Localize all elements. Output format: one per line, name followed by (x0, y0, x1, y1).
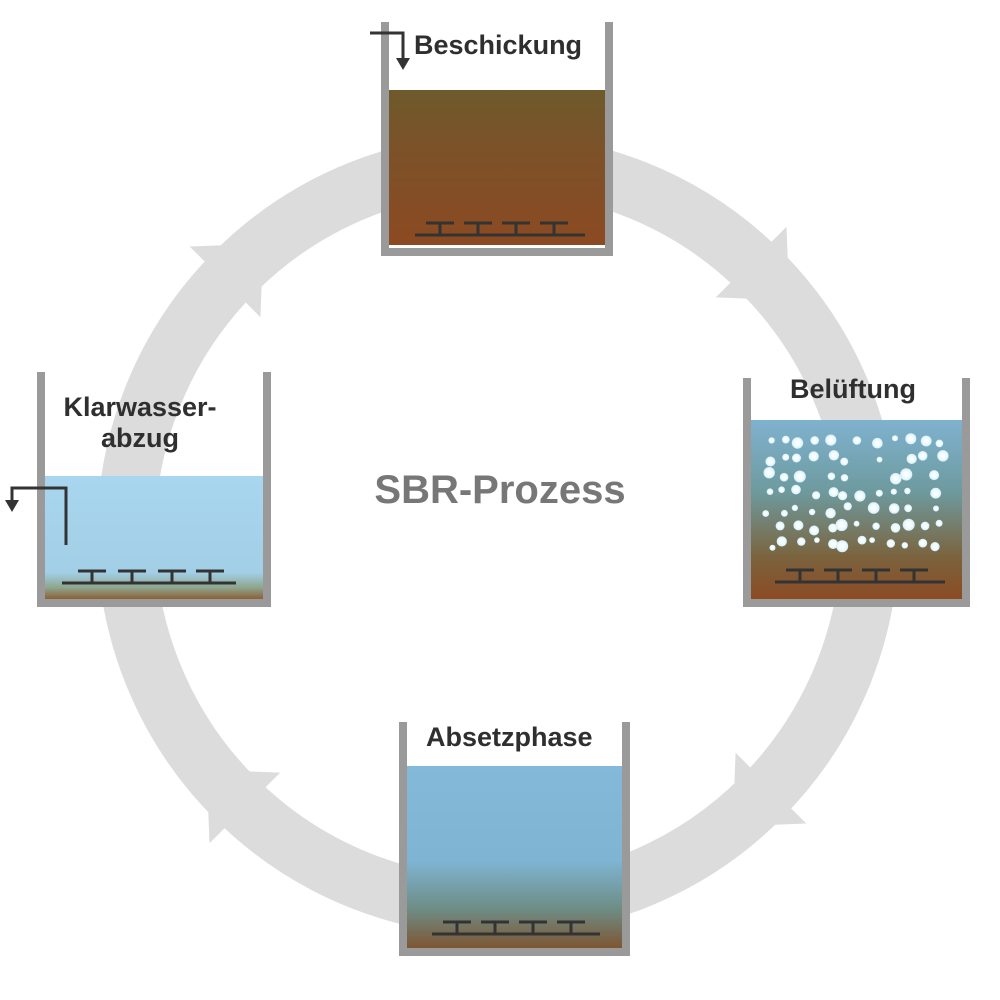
air-bubble-icon (890, 523, 901, 533)
label-beschickung: Beschickung (414, 30, 583, 60)
air-bubble-icon (793, 470, 806, 483)
air-bubble-icon (791, 484, 801, 495)
air-bubble-icon (935, 519, 943, 527)
air-bubble-icon (797, 537, 806, 546)
air-bubble-icon (809, 525, 820, 536)
air-bubble-icon (917, 451, 928, 461)
label-klarwasserabzug-line2: abzug (101, 423, 179, 454)
air-bubble-icon (904, 504, 912, 513)
air-bubble-icon (905, 433, 917, 445)
air-bubble-icon (791, 504, 799, 511)
air-bubble-icon (904, 487, 911, 495)
air-bubble-icon (762, 433, 949, 553)
air-bubble-icon (930, 487, 942, 499)
air-bubble-icon (854, 490, 866, 502)
air-bubble-icon (843, 502, 852, 511)
outflow-arrow-icon (5, 486, 68, 545)
air-bubble-icon (933, 505, 939, 512)
air-bubble-icon (869, 537, 875, 543)
air-bubble-icon (840, 457, 849, 466)
air-bubble-icon (776, 536, 787, 547)
air-bubble-icon (840, 474, 849, 482)
air-bubble-icon (890, 473, 902, 485)
air-bubble-icon (872, 437, 883, 449)
air-bubble-icon (766, 488, 774, 496)
air-bubble-icon (867, 502, 880, 514)
air-bubble-icon (835, 518, 848, 532)
air-bubble-icon (781, 509, 788, 517)
air-bubble-icon (857, 535, 867, 545)
air-bubble-icon (825, 508, 836, 519)
air-bubble-icon (775, 521, 785, 531)
air-bubble-icon (793, 520, 804, 531)
tank-beschickung (370, 22, 613, 256)
air-bubble-icon (810, 436, 819, 445)
inflow-arrow-icon (370, 31, 410, 70)
air-bubble-icon (902, 518, 915, 531)
air-bubble-icon (769, 544, 776, 551)
air-bubble-icon (892, 435, 898, 442)
cycle-arrow-icon (189, 243, 264, 318)
air-bubble-icon (768, 437, 775, 444)
aerator-icon (775, 568, 945, 584)
air-bubble-icon (918, 538, 928, 548)
air-bubble-icon (888, 503, 900, 514)
air-bubble-icon (808, 508, 816, 516)
label-belueftung: Belüftung (790, 374, 916, 404)
air-bubble-icon (828, 539, 839, 549)
air-bubble-icon (876, 456, 883, 463)
air-bubble-icon (920, 435, 932, 447)
air-bubble-icon (900, 468, 913, 481)
air-bubble-icon (814, 537, 820, 543)
cycle-arrow-icon (732, 752, 807, 827)
air-bubble-icon (812, 491, 821, 500)
air-bubble-icon (890, 488, 897, 495)
air-bubble-icon (930, 542, 940, 552)
air-bubble-icon (808, 451, 819, 462)
air-bubble-icon (781, 435, 790, 444)
air-bubble-icon (792, 453, 801, 463)
air-bubble-icon (825, 434, 837, 446)
tank-absetzphase (399, 722, 630, 956)
air-bubble-icon (937, 450, 949, 462)
air-bubble-icon (875, 489, 883, 497)
air-bubble-icon (920, 521, 930, 531)
air-bubble-icon (765, 456, 776, 467)
air-bubble-icon (791, 437, 804, 449)
air-bubble-icon (827, 472, 836, 481)
air-bubble-icon (852, 436, 862, 445)
air-bubble-icon (853, 520, 860, 527)
air-bubble-icon (929, 470, 940, 481)
air-bubble-icon (779, 472, 789, 482)
aerator-icon (432, 920, 600, 936)
cycle-arrow-icon (206, 769, 281, 844)
air-bubble-icon (782, 453, 790, 461)
air-bubble-icon (762, 510, 770, 517)
label-klarwasserabzug-line1: Klarwasser- (63, 392, 217, 422)
air-bubble-icon (935, 439, 944, 448)
air-bubble-icon (828, 523, 838, 533)
aerator-icon (62, 569, 236, 585)
air-bubble-icon (828, 450, 840, 461)
air-bubble-icon (906, 453, 917, 464)
air-bubble-icon (828, 487, 839, 498)
cycle-arrows (189, 226, 807, 844)
label-klarwasserabzug: Klarwasser- abzug (50, 392, 230, 454)
air-bubble-icon (838, 491, 848, 501)
label-absetzphase: Absetzphase (426, 722, 593, 752)
tank-belueftung (743, 378, 970, 607)
air-bubble-icon (763, 467, 775, 479)
air-bubble-icon (778, 486, 785, 494)
air-bubble-icon (886, 539, 895, 548)
aerator-icon (415, 221, 585, 237)
air-bubble-icon (872, 522, 880, 530)
tank-klarwasserabzug (5, 372, 271, 607)
air-bubble-icon (901, 542, 908, 549)
diagram-title: SBR-Prozess (374, 468, 626, 512)
cycle-arrow-icon (715, 226, 790, 301)
air-bubble-icon (836, 540, 849, 553)
